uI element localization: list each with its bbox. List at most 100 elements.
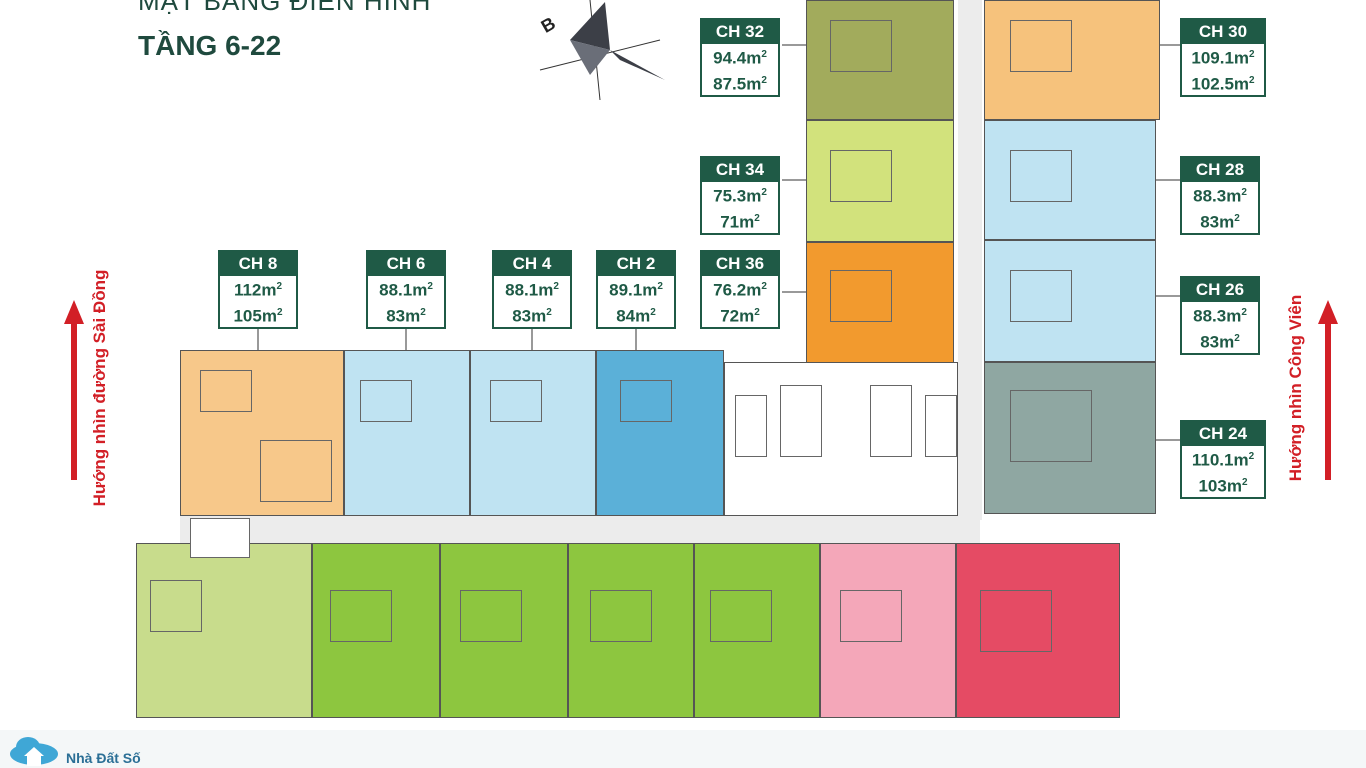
room [620, 380, 672, 422]
area-net: 105 [233, 306, 262, 326]
room [1010, 270, 1072, 322]
area-gross: 109.1 [1191, 48, 1234, 68]
area-unit-sup: 2 [1241, 476, 1248, 488]
area-unit: m [746, 280, 762, 300]
area-unit-sup: 2 [1249, 49, 1255, 60]
unit-ch8-plan[interactable] [180, 350, 344, 516]
area-unit-sup: 2 [276, 306, 283, 318]
unit-tag-ch36[interactable]: CH 36 76.2m2 72m2 [700, 250, 780, 330]
unit-tag-name: CH 26 [1182, 278, 1258, 302]
unit-ch6-plan[interactable] [344, 350, 470, 516]
room [490, 380, 542, 422]
arrow-up-icon [64, 300, 84, 480]
unit-ch4-plan[interactable] [470, 350, 596, 516]
area-unit-sup: 2 [427, 281, 433, 292]
unit-bottom-7-plan[interactable] [956, 543, 1120, 718]
unit-tag-ch28[interactable]: CH 28 88.3m2 83m2 [1180, 156, 1260, 236]
unit-tag-ch30[interactable]: CH 30 109.1m2 102.5m2 [1180, 18, 1266, 98]
unit-tag-ch6[interactable]: CH 6 88.1m2 83m2 [366, 250, 446, 330]
unit-tag-ch2[interactable]: CH 2 89.1m2 84m2 [596, 250, 676, 330]
compass-icon: B [538, 0, 665, 100]
area-unit: m [261, 280, 277, 300]
area-unit: m [1226, 306, 1242, 326]
area-net: 84 [616, 306, 636, 326]
unit-bottom-3-plan[interactable] [440, 543, 568, 718]
direction-left-label: Hướng nhìn đường Sài Đồng [90, 269, 109, 507]
room [1010, 150, 1072, 202]
room [840, 590, 902, 642]
unit-bottom-1-plan[interactable] [136, 543, 312, 718]
unit-tag-name: CH 4 [494, 252, 570, 276]
room [330, 590, 392, 642]
unit-tag-name: CH 6 [368, 252, 444, 276]
area-unit-sup: 2 [276, 281, 283, 292]
unit-ch24-plan[interactable] [984, 362, 1156, 514]
corridor-horizontal [180, 515, 980, 543]
area-unit-sup: 2 [546, 306, 552, 318]
house-cloud-icon [10, 737, 58, 766]
unit-tag-name: CH 36 [702, 252, 778, 276]
area-unit-sup: 2 [761, 49, 767, 60]
area-unit: m [739, 306, 755, 326]
unit-tag-name: CH 24 [1182, 422, 1264, 446]
area-unit: m [746, 186, 762, 206]
unit-tag-name: CH 8 [220, 252, 296, 276]
unit-tag-ch34[interactable]: CH 34 75.3m2 71m2 [700, 156, 780, 236]
area-gross: 88.1 [379, 280, 413, 300]
unit-ch26-plan[interactable] [984, 240, 1156, 362]
room [710, 590, 772, 642]
area-unit-sup: 2 [761, 74, 767, 86]
unit-tag-name: CH 30 [1182, 20, 1264, 44]
stairwell [925, 395, 957, 457]
unit-tag-ch24[interactable]: CH 24 110.1m2 103m2 [1180, 420, 1266, 500]
unit-ch28-plan[interactable] [984, 120, 1156, 240]
area-gross: 110.1 [1191, 450, 1234, 470]
area-gross: 88.1 [505, 280, 539, 300]
unit-tag-ch8[interactable]: CH 8 112m2 105m2 [218, 250, 298, 330]
area-unit-sup: 2 [1249, 74, 1255, 86]
unit-tag-name: CH 2 [598, 252, 674, 276]
unit-bottom-4-plan[interactable] [568, 543, 694, 718]
unit-bottom-5-plan[interactable] [694, 543, 820, 718]
room [980, 590, 1052, 652]
area-unit-sup: 2 [650, 306, 656, 318]
area-unit-sup: 2 [553, 281, 559, 292]
area-unit-sup: 2 [754, 306, 760, 318]
room [460, 590, 522, 642]
area-net: 102.5 [1191, 74, 1234, 94]
unit-tag-ch26[interactable]: CH 26 88.3m2 83m2 [1180, 276, 1260, 356]
area-unit-sup: 2 [754, 212, 760, 224]
stairwell [190, 518, 250, 558]
area-gross: 75.3 [713, 186, 747, 206]
logo-text: Nhà Đất Số [66, 750, 141, 766]
area-unit-sup: 2 [1241, 307, 1247, 318]
area-unit: m [642, 280, 658, 300]
area-unit-sup: 2 [761, 187, 767, 198]
unit-ch2-plan[interactable] [596, 350, 724, 516]
area-unit-sup: 2 [1248, 451, 1255, 462]
area-unit-sup: 2 [657, 281, 663, 292]
area-unit-sup: 2 [420, 306, 426, 318]
area-net: 83 [512, 306, 532, 326]
area-net: 71 [720, 212, 740, 232]
area-unit: m [739, 212, 755, 232]
area-unit: m [1226, 476, 1242, 496]
unit-tag-ch4[interactable]: CH 4 88.1m2 83m2 [492, 250, 572, 330]
area-unit: m [1233, 450, 1249, 470]
area-gross: 88.3 [1193, 186, 1227, 206]
area-gross: 76.2 [713, 280, 747, 300]
area-net: 87.5 [713, 74, 747, 94]
area-unit: m [1219, 332, 1235, 352]
area-unit: m [538, 280, 554, 300]
stairwell [735, 395, 767, 457]
area-gross: 112 [233, 280, 262, 300]
unit-bottom-2-plan[interactable] [312, 543, 440, 718]
area-gross: 88.3 [1193, 306, 1227, 326]
page-title: TẦNG 6-22 [138, 30, 282, 61]
unit-tag-ch32[interactable]: CH 32 94.4m2 87.5m2 [700, 18, 780, 98]
room [150, 580, 202, 632]
unit-bottom-6-plan[interactable] [820, 543, 956, 718]
room [590, 590, 652, 642]
area-unit: m [1233, 48, 1250, 68]
elevator-box [780, 385, 822, 457]
